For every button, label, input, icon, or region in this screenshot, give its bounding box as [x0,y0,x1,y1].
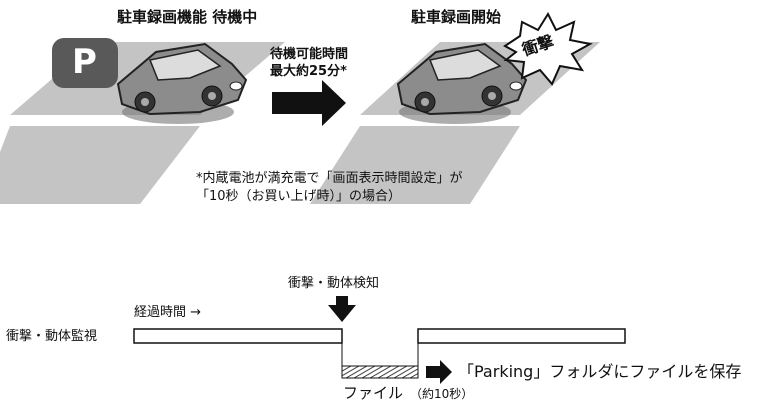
wait-time-line1: 待機可能時間 [270,47,349,62]
detect-arrow-icon [328,296,356,322]
monitor-bar-after [417,328,626,344]
transition-arrow-icon [272,80,346,126]
footnote-line2: 「10秒（お買い上げ時）」の場合） [196,189,402,204]
impact-burst-icon [503,11,593,86]
elapsed-label: 経過時間 → [134,305,202,320]
monitor-label: 衝撃・動体監視 [6,329,98,344]
footnote-line1: *内蔵電池が満充電で「画面表示時間設定」が [196,171,463,186]
parking-sign-letter: P [72,42,97,82]
car-icon-right [396,42,528,124]
file-duration: （約10秒） [410,387,474,401]
left-caption: 駐車録画機能 待機中 [117,8,258,26]
save-destination-text: 「Parking」フォルダにファイルを保存 [458,362,742,381]
monitor-bar-before [133,328,343,344]
detect-label: 衝撃・動体検知 [288,276,380,291]
right-caption: 駐車録画開始 [411,8,502,26]
car-icon-left [116,42,248,124]
wait-time-line2: 最大約25分* [270,64,347,79]
file-recording-bar [341,365,419,379]
save-arrow-icon [426,360,452,384]
parking-sign-icon [52,38,118,88]
file-label: ファイル [343,384,404,402]
